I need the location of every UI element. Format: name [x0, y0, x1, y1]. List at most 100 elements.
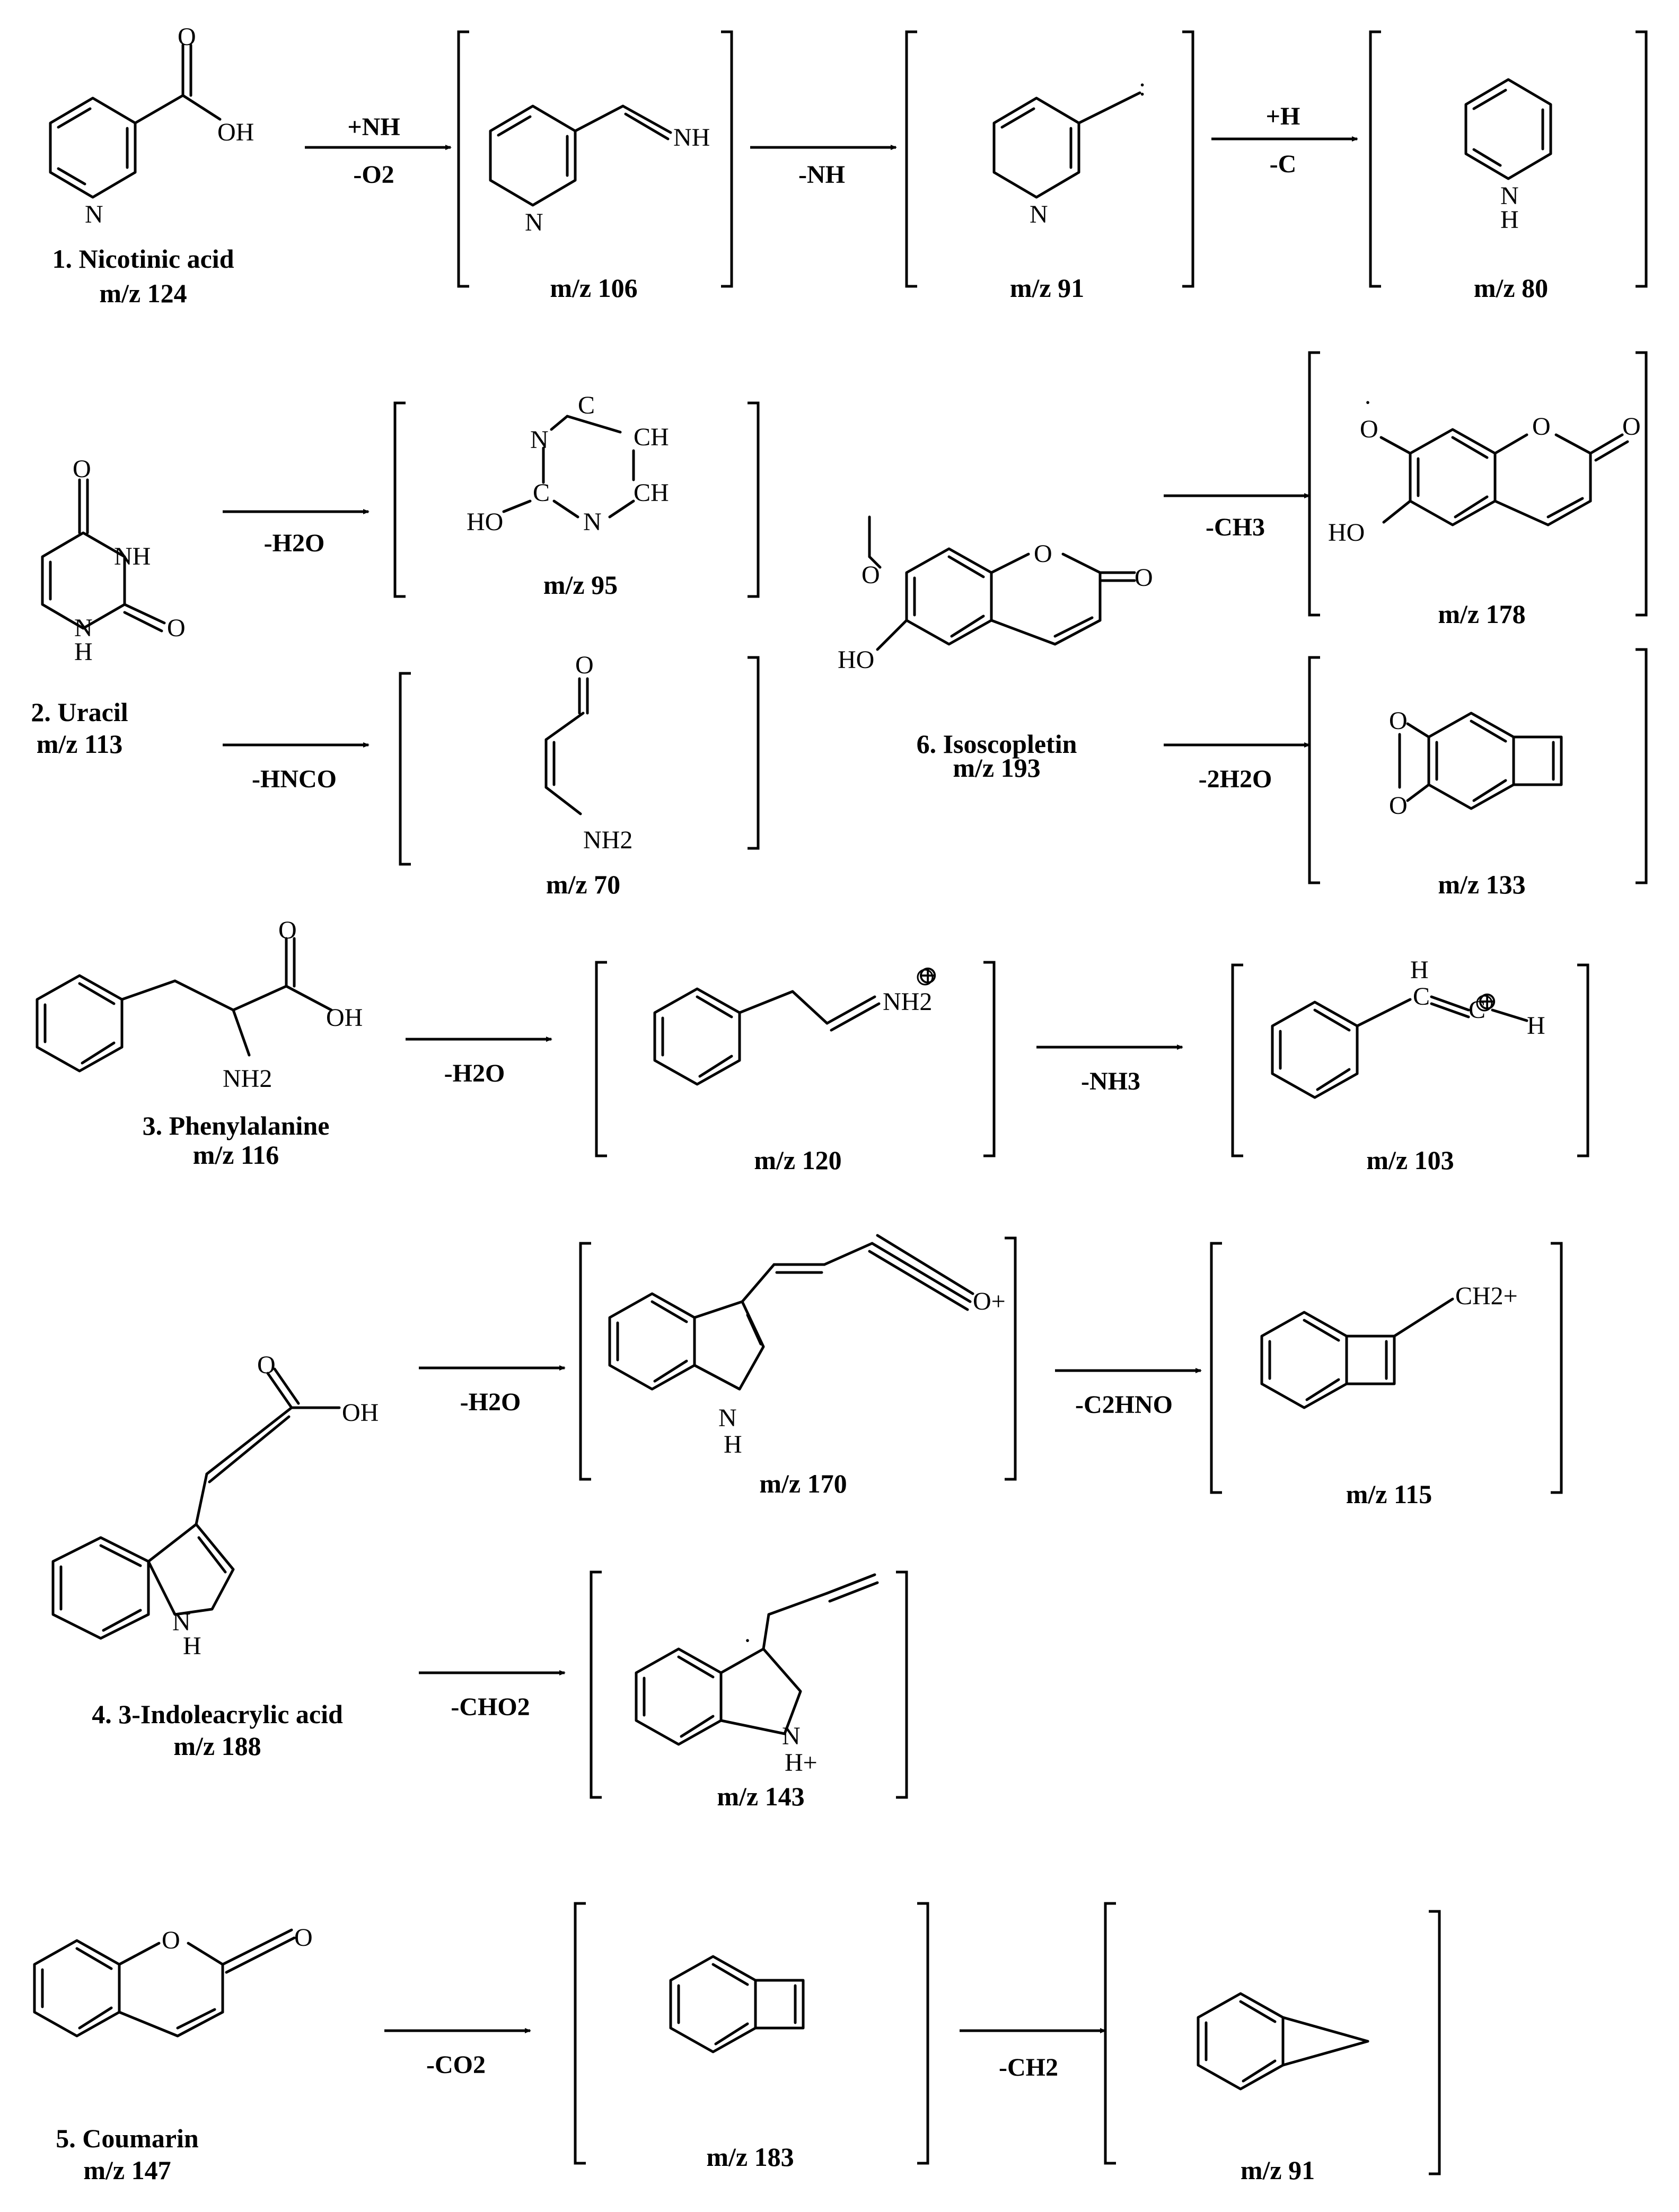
fragment-133-bracket	[1308, 648, 1648, 884]
fragment-91b-mz: m/z 91	[1241, 2155, 1315, 2185]
radical-dot: ·	[743, 1627, 752, 1655]
atom-N: N	[1500, 182, 1519, 210]
atom-OH: OH	[326, 1004, 363, 1032]
fragment-106-bracket	[457, 30, 733, 288]
fragment-91b-structure	[1197, 1992, 1369, 2091]
reaction-3a-below: -H2O	[444, 1059, 505, 1087]
fragment-91a-structure: : N	[992, 73, 1146, 229]
fragment-120-structure: ⊕ NH2	[653, 961, 938, 1086]
fragment-70-mz: m/z 70	[546, 870, 620, 899]
compound-2-structure: O NH O N H	[41, 455, 186, 666]
compound-1-mz: m/z 124	[99, 278, 187, 308]
fragment-80-structure: N H	[1464, 78, 1552, 234]
compound-6-name: 6. Isoscopletin	[917, 729, 1077, 759]
atom-H: H	[1527, 1012, 1545, 1040]
atom-O: O	[73, 455, 91, 483]
atom-O: O	[1622, 412, 1641, 441]
fragment-170-bracket	[579, 1236, 1017, 1481]
fragment-70-structure: O NH2	[544, 651, 632, 854]
fragment-91a-mz: m/z 91	[1010, 273, 1084, 303]
fragment-103-structure: ⊕ H C C H	[1271, 956, 1545, 1099]
atom-NH2: NH2	[223, 1065, 272, 1093]
atom-H: H	[74, 638, 93, 666]
fragment-120-mz: m/z 120	[754, 1145, 841, 1175]
fragment-103-mz: m/z 103	[1366, 1145, 1454, 1175]
fragment-178-structure: · O O O HO	[1328, 389, 1641, 547]
fragment-115-mz: m/z 115	[1346, 1479, 1432, 1509]
atom-H-plus: H+	[785, 1749, 817, 1777]
carbene-dots: :	[1139, 73, 1146, 101]
compound-6-mz: m/z 193	[953, 753, 1040, 783]
atom-C-plus: C	[1469, 996, 1485, 1024]
atom-H: H	[183, 1632, 201, 1660]
reaction-4b-below: -C2HNO	[1075, 1391, 1173, 1419]
compound-4-mz: m/z 188	[173, 1731, 261, 1761]
compound-3-mz: m/z 116	[193, 1140, 279, 1170]
fragment-120-bracket	[595, 961, 996, 1157]
atom-O: O	[1389, 707, 1408, 735]
reaction-6b-below: -2H2O	[1199, 765, 1272, 793]
atom-N: N	[530, 426, 549, 454]
fragment-170-mz: m/z 170	[759, 1469, 847, 1498]
reaction-4c-below: -CHO2	[451, 1693, 530, 1721]
fragment-95-bracket	[393, 401, 760, 598]
compound-5-structure: O O	[33, 1924, 313, 2038]
atom-N: N	[583, 508, 602, 536]
compound-5-name: 5. Coumarin	[56, 2123, 199, 2153]
fragment-115-bracket	[1210, 1242, 1563, 1494]
compound-6-structure: O O O HO	[838, 515, 1153, 674]
compound-4-structure: O OH N H	[51, 1351, 379, 1660]
atom-HO: HO	[467, 508, 503, 536]
atom-O: O	[162, 1926, 180, 1954]
fragment-106-structure: NH N	[489, 104, 710, 236]
fragment-70-bracket	[399, 656, 760, 866]
fragment-103-bracket	[1231, 963, 1589, 1157]
compound-1-structure: O OH N	[49, 23, 254, 229]
atom-NH2: NH2	[583, 826, 632, 854]
atom-O: O	[1360, 415, 1378, 443]
atom-CH2-plus: CH2+	[1455, 1282, 1518, 1310]
atom-O: O	[862, 561, 880, 589]
atom-O: O	[1034, 540, 1052, 568]
reaction-1a-below: -O2	[353, 161, 394, 189]
atom-H: H	[724, 1430, 742, 1459]
atom-O: O	[167, 614, 186, 642]
atom-O-plus: O+	[973, 1287, 1006, 1315]
compound-2-mz: m/z 113	[37, 729, 122, 759]
atom-O: O	[278, 916, 297, 944]
reaction-5b-below: -CH2	[999, 2053, 1058, 2082]
atom-C: C	[1413, 982, 1430, 1011]
fragment-91a-bracket	[905, 30, 1194, 288]
atom-O: O	[1532, 412, 1551, 441]
atom-OH: OH	[217, 118, 254, 146]
fragment-91b-bracket	[1104, 1902, 1441, 2175]
atom-N: N	[74, 614, 93, 642]
reaction-1c-below: -C	[1270, 150, 1297, 178]
atom-N: N	[172, 1608, 191, 1636]
atom-O: O	[575, 651, 594, 679]
fragment-183-structure	[669, 1955, 805, 2053]
fragment-170-structure: O+ N H	[608, 1234, 1006, 1459]
fragment-133-structure: O O	[1389, 707, 1563, 820]
atom-CH: CH	[634, 479, 669, 507]
fragment-80-bracket	[1369, 30, 1648, 288]
atom-O: O	[1135, 564, 1153, 592]
fragment-143-bracket	[590, 1570, 908, 1799]
fragment-95-structure: C N CH CH C N HO	[467, 391, 669, 536]
fragment-133-mz: m/z 133	[1438, 870, 1525, 899]
reaction-4a-below: -H2O	[460, 1388, 521, 1416]
atom-NH: NH	[673, 124, 710, 152]
compound-3-structure: O OH NH2	[36, 916, 363, 1093]
compound-5-mz: m/z 147	[83, 2155, 171, 2185]
fragment-80-mz: m/z 80	[1474, 273, 1548, 303]
atom-NH: NH	[114, 542, 151, 570]
atom-O: O	[1389, 792, 1408, 820]
reaction-2a-below: -H2O	[264, 529, 325, 557]
fragment-178-bracket	[1308, 351, 1648, 617]
atom-HO: HO	[838, 646, 874, 674]
fragment-178-mz: m/z 178	[1438, 599, 1525, 629]
atom-N: N	[1030, 200, 1048, 229]
atom-H: H	[1410, 956, 1429, 984]
reaction-2b-below: -HNCO	[252, 765, 337, 793]
